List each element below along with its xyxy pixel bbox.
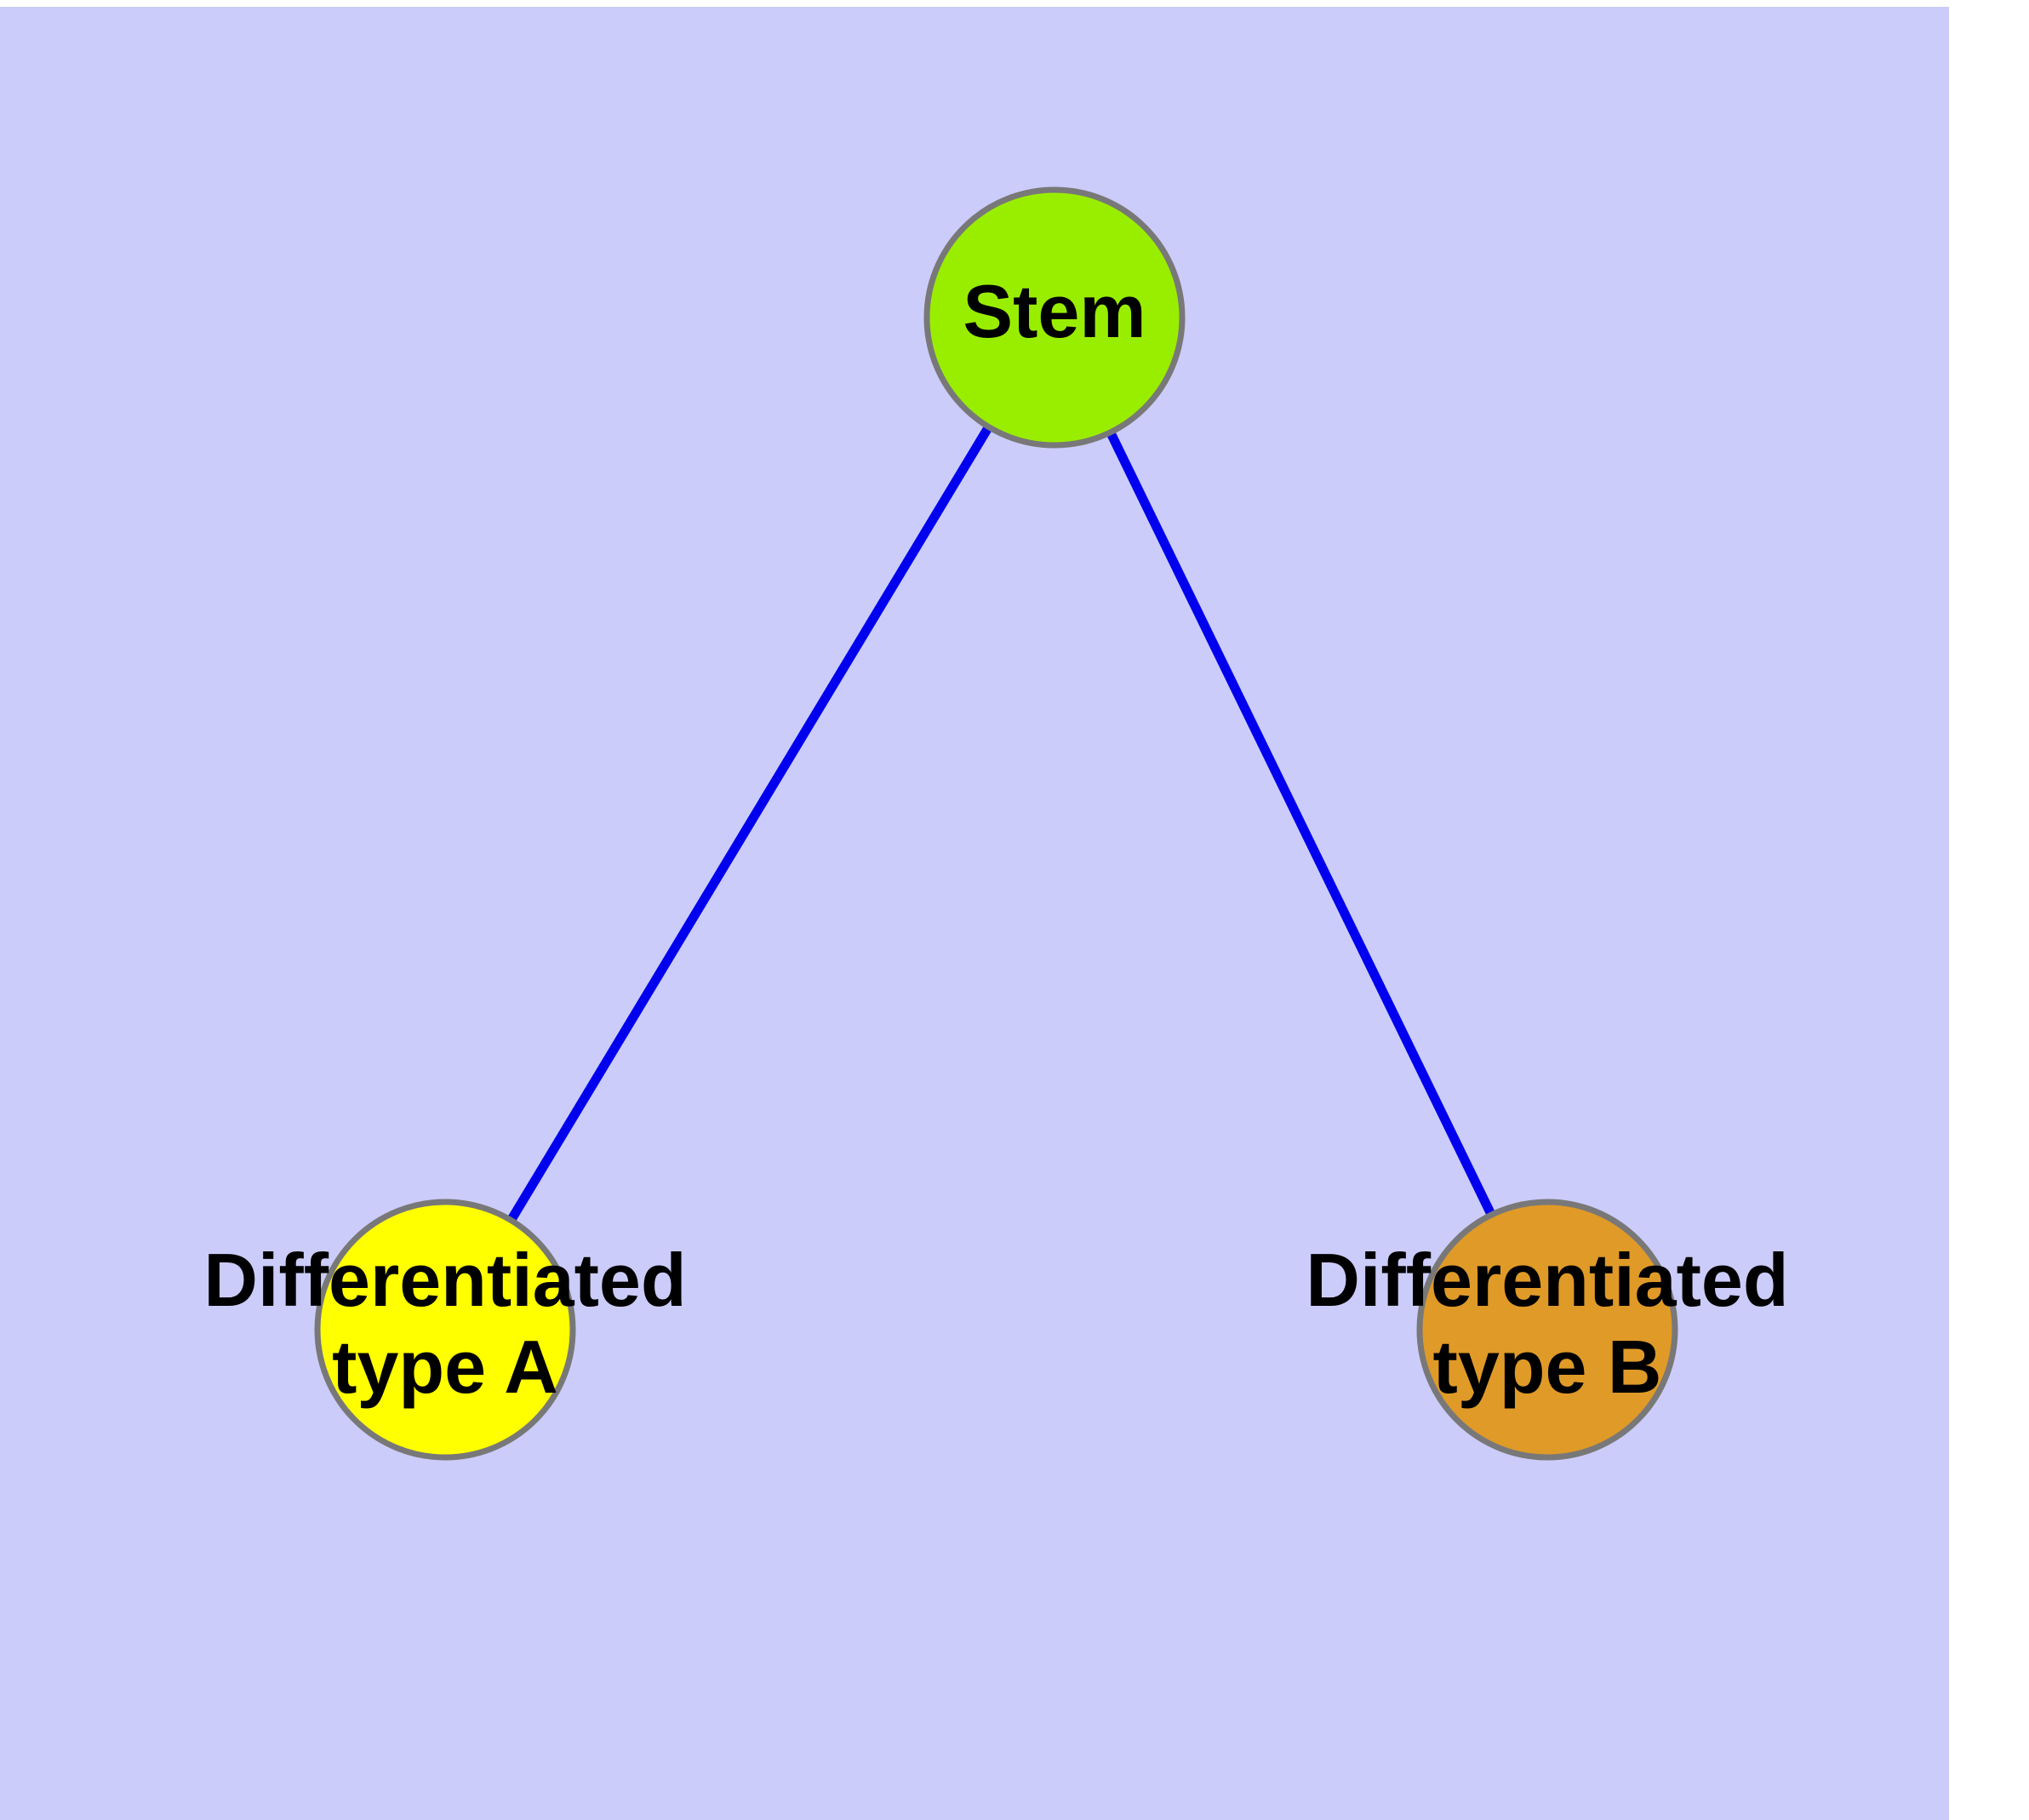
graph-node-label-line: type A [332,1325,558,1409]
graph-edge-stem-to-diff_b [1050,315,1552,1332]
nodes-layer [314,186,1678,1461]
edges-layer [441,315,1552,1332]
graph-node-diff_b[interactable] [1416,1199,1678,1461]
graph-node-label-stem: Stem [963,269,1146,353]
graph-node-diff_a[interactable] [314,1199,576,1461]
graph-node-label-line: type B [1433,1325,1662,1409]
graph-edge-stem-to-diff_a [441,315,1059,1332]
graph-node-stem[interactable] [923,186,1186,449]
graph-node-label-line: Differentiated [203,1238,686,1322]
graph-node-label-line: Stem [963,269,1146,353]
graph-node-label-line: Differentiated [1306,1238,1788,1322]
